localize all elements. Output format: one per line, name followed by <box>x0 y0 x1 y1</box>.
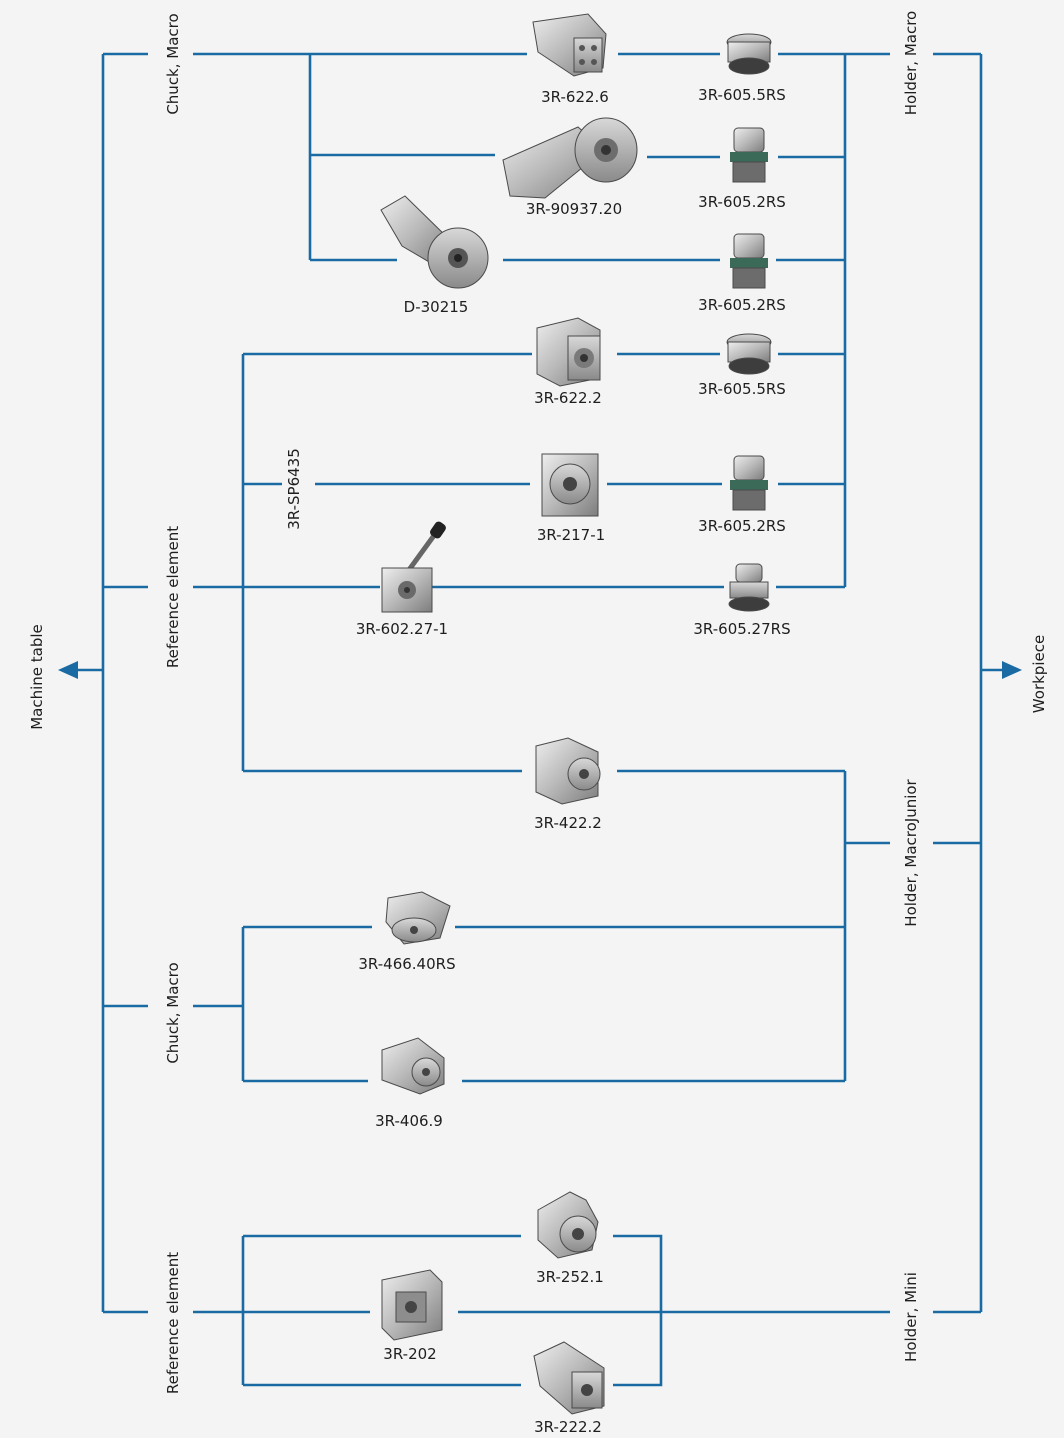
holder-605-2rs-c-image <box>730 456 768 510</box>
connection-lines <box>58 54 1022 1385</box>
chuck-252-1-image <box>538 1192 598 1258</box>
label-466-40rs: 3R-466.40RS <box>358 955 455 973</box>
label-602-27-1: 3R-602.27-1 <box>356 620 448 638</box>
group-labels: Machine table Workpiece Chuck, Macro Ref… <box>28 11 1048 1394</box>
product-images <box>381 14 771 1414</box>
chuck-d30215-image <box>381 196 488 288</box>
label-622-6: 3R-622.6 <box>541 88 609 106</box>
holder-605-5rs-a-image <box>727 34 771 74</box>
holder-605-2rs-b-image <box>730 234 768 288</box>
sp6435-label: 3R-SP6435 <box>285 448 303 530</box>
label-605-5rs-b: 3R-605.5RS <box>698 380 786 398</box>
label-222-2: 3R-222.2 <box>534 1418 602 1436</box>
arrow-right-icon <box>1002 661 1022 679</box>
label-605-5rs-a: 3R-605.5RS <box>698 86 786 104</box>
label-422-2: 3R-422.2 <box>534 814 602 832</box>
holder-mini-label: Holder, Mini <box>902 1272 920 1362</box>
holder-macrojunior-label: Holder, MacroJunior <box>902 778 920 926</box>
label-605-27rs: 3R-605.27RS <box>693 620 790 638</box>
reference-602-27-1-image <box>382 520 448 612</box>
chuck-90937-20-image <box>503 118 637 198</box>
workpiece-label: Workpiece <box>1030 635 1048 713</box>
machine-table-label: Machine table <box>28 624 46 730</box>
label-202: 3R-202 <box>383 1345 436 1363</box>
holder-605-27rs-image <box>729 564 769 611</box>
chuck-622-6-image <box>533 14 606 76</box>
label-605-2rs-a: 3R-605.2RS <box>698 193 786 211</box>
label-605-2rs-b: 3R-605.2RS <box>698 296 786 314</box>
reference-element-bottom-label: Reference element <box>164 1252 182 1394</box>
label-d30215: D-30215 <box>404 298 469 316</box>
reference-202-image <box>382 1270 442 1340</box>
holder-605-5rs-b-image <box>727 334 771 374</box>
chuck-422-2-image <box>536 738 600 804</box>
arrow-left-icon <box>58 661 78 679</box>
chuck-222-2-image <box>534 1342 604 1414</box>
chuck-466-40rs-image <box>386 892 450 944</box>
label-217-1: 3R-217-1 <box>537 526 605 544</box>
reference-element-top-label: Reference element <box>164 526 182 668</box>
chuck-macro-top-label: Chuck, Macro <box>164 13 182 114</box>
holder-macro-label: Holder, Macro <box>902 11 920 115</box>
label-90937-20: 3R-90937.20 <box>526 200 622 218</box>
chuck-622-2-image <box>537 318 600 386</box>
holder-605-2rs-a-image <box>730 128 768 182</box>
chuck-217-1-image <box>542 454 598 516</box>
chuck-macro-bottom-label: Chuck, Macro <box>164 962 182 1063</box>
label-605-2rs-c: 3R-605.2RS <box>698 517 786 535</box>
chuck-406-9-image <box>382 1038 444 1094</box>
label-622-2: 3R-622.2 <box>534 389 602 407</box>
label-406-9: 3R-406.9 <box>375 1112 443 1130</box>
label-252-1: 3R-252.1 <box>536 1268 604 1286</box>
